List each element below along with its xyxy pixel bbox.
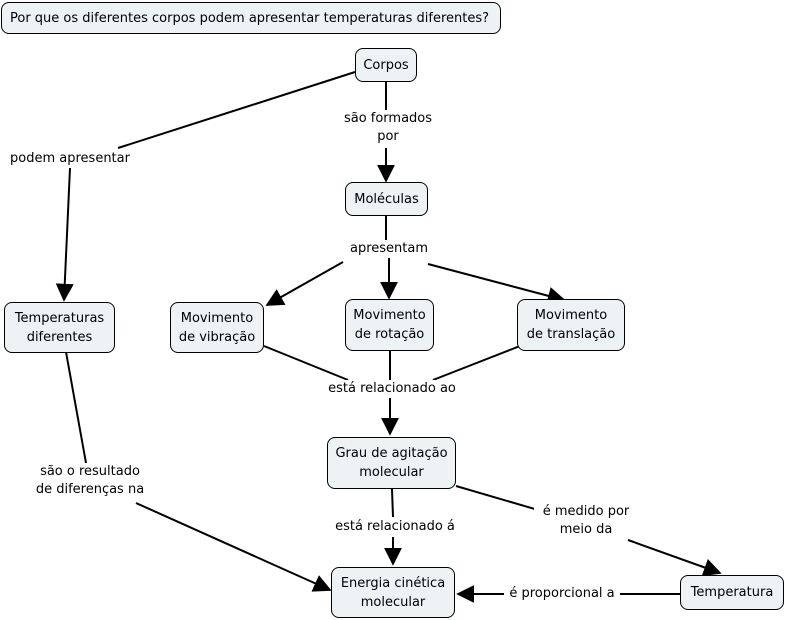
link-grau-medido — [455, 485, 546, 513]
concept-energia-cinetica[interactable]: Energia cinética molecular — [331, 567, 455, 618]
link-label-sao-o-resultado: são o resultado de diferenças na — [28, 463, 152, 499]
concept-corpos[interactable]: Corpos — [355, 48, 417, 82]
link-label-esta-relacionado-ao: está relacionado ao — [322, 380, 462, 398]
link-medido-temperatura — [627, 539, 722, 577]
link-podem-apresentar-temperaturas — [55, 167, 74, 302]
link-translacao-relacionado — [432, 345, 521, 381]
link-apresentam-vibracao — [265, 261, 344, 306]
link-label-sao-formados-por: são formados por — [338, 110, 438, 146]
link-temperaturas-resultado — [65, 351, 87, 464]
link-label-esta-relacionado-a: está relacionado á — [328, 518, 462, 536]
link-label-podem-apresentar: podem apresentar — [8, 150, 132, 168]
concept-movimento-translacao[interactable]: Movimento de translação — [517, 299, 625, 351]
concept-moleculas[interactable]: Moléculas — [345, 182, 428, 216]
link-apresentam-translacao — [427, 263, 566, 305]
link-label-e-medido-por: é medido por meio da — [534, 503, 638, 539]
link-label-apresentam: apresentam — [344, 240, 434, 258]
concept-temperaturas-diferentes[interactable]: Temperaturas diferentes — [4, 302, 115, 353]
focus-question-box[interactable]: Por que os diferentes corpos podem apres… — [1, 2, 501, 34]
link-corpos-podem-apresentar — [117, 71, 356, 149]
concept-movimento-vibracao[interactable]: Movimento de vibração — [170, 302, 264, 353]
concept-movimento-rotacao[interactable]: Movimento de rotação — [345, 299, 434, 351]
link-resultado-energia — [135, 502, 332, 592]
link-grau-relacionado-a — [391, 488, 394, 518]
link-vibracao-relacionado — [263, 345, 349, 381]
concept-grau-agitacao[interactable]: Grau de agitação molecular — [327, 437, 456, 489]
concept-temperatura[interactable]: Temperatura — [680, 575, 784, 610]
link-label-e-proporcional-a: é proporcional a — [504, 585, 620, 603]
